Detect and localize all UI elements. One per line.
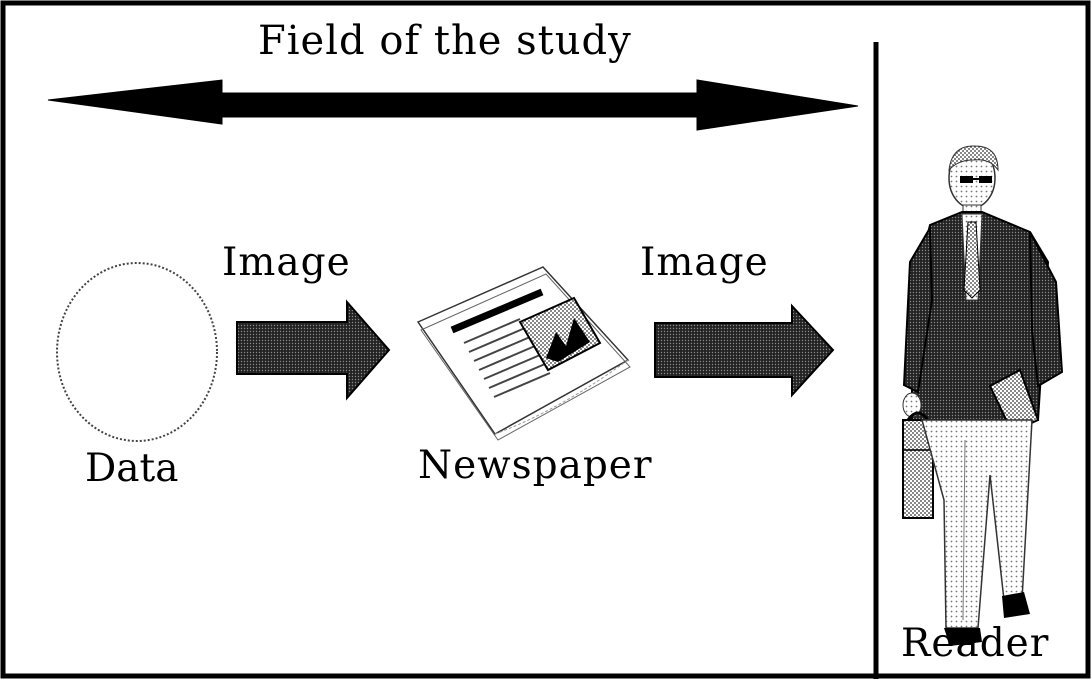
newspaper-label: Newspaper: [418, 443, 653, 488]
image-arrow-right: [654, 303, 835, 398]
newspaper-icon: [416, 266, 631, 441]
data-label: Data: [85, 446, 179, 491]
image-label-left: Image: [222, 240, 351, 285]
image-arrow-left: [236, 299, 391, 401]
field-of-study-label: Field of the study: [258, 18, 632, 64]
field-double-arrow: [47, 79, 859, 131]
image-label-right: Image: [640, 240, 769, 285]
reader-figure: [902, 145, 1064, 646]
reader-label: Reader: [901, 621, 1050, 666]
data-circle: [56, 262, 218, 442]
